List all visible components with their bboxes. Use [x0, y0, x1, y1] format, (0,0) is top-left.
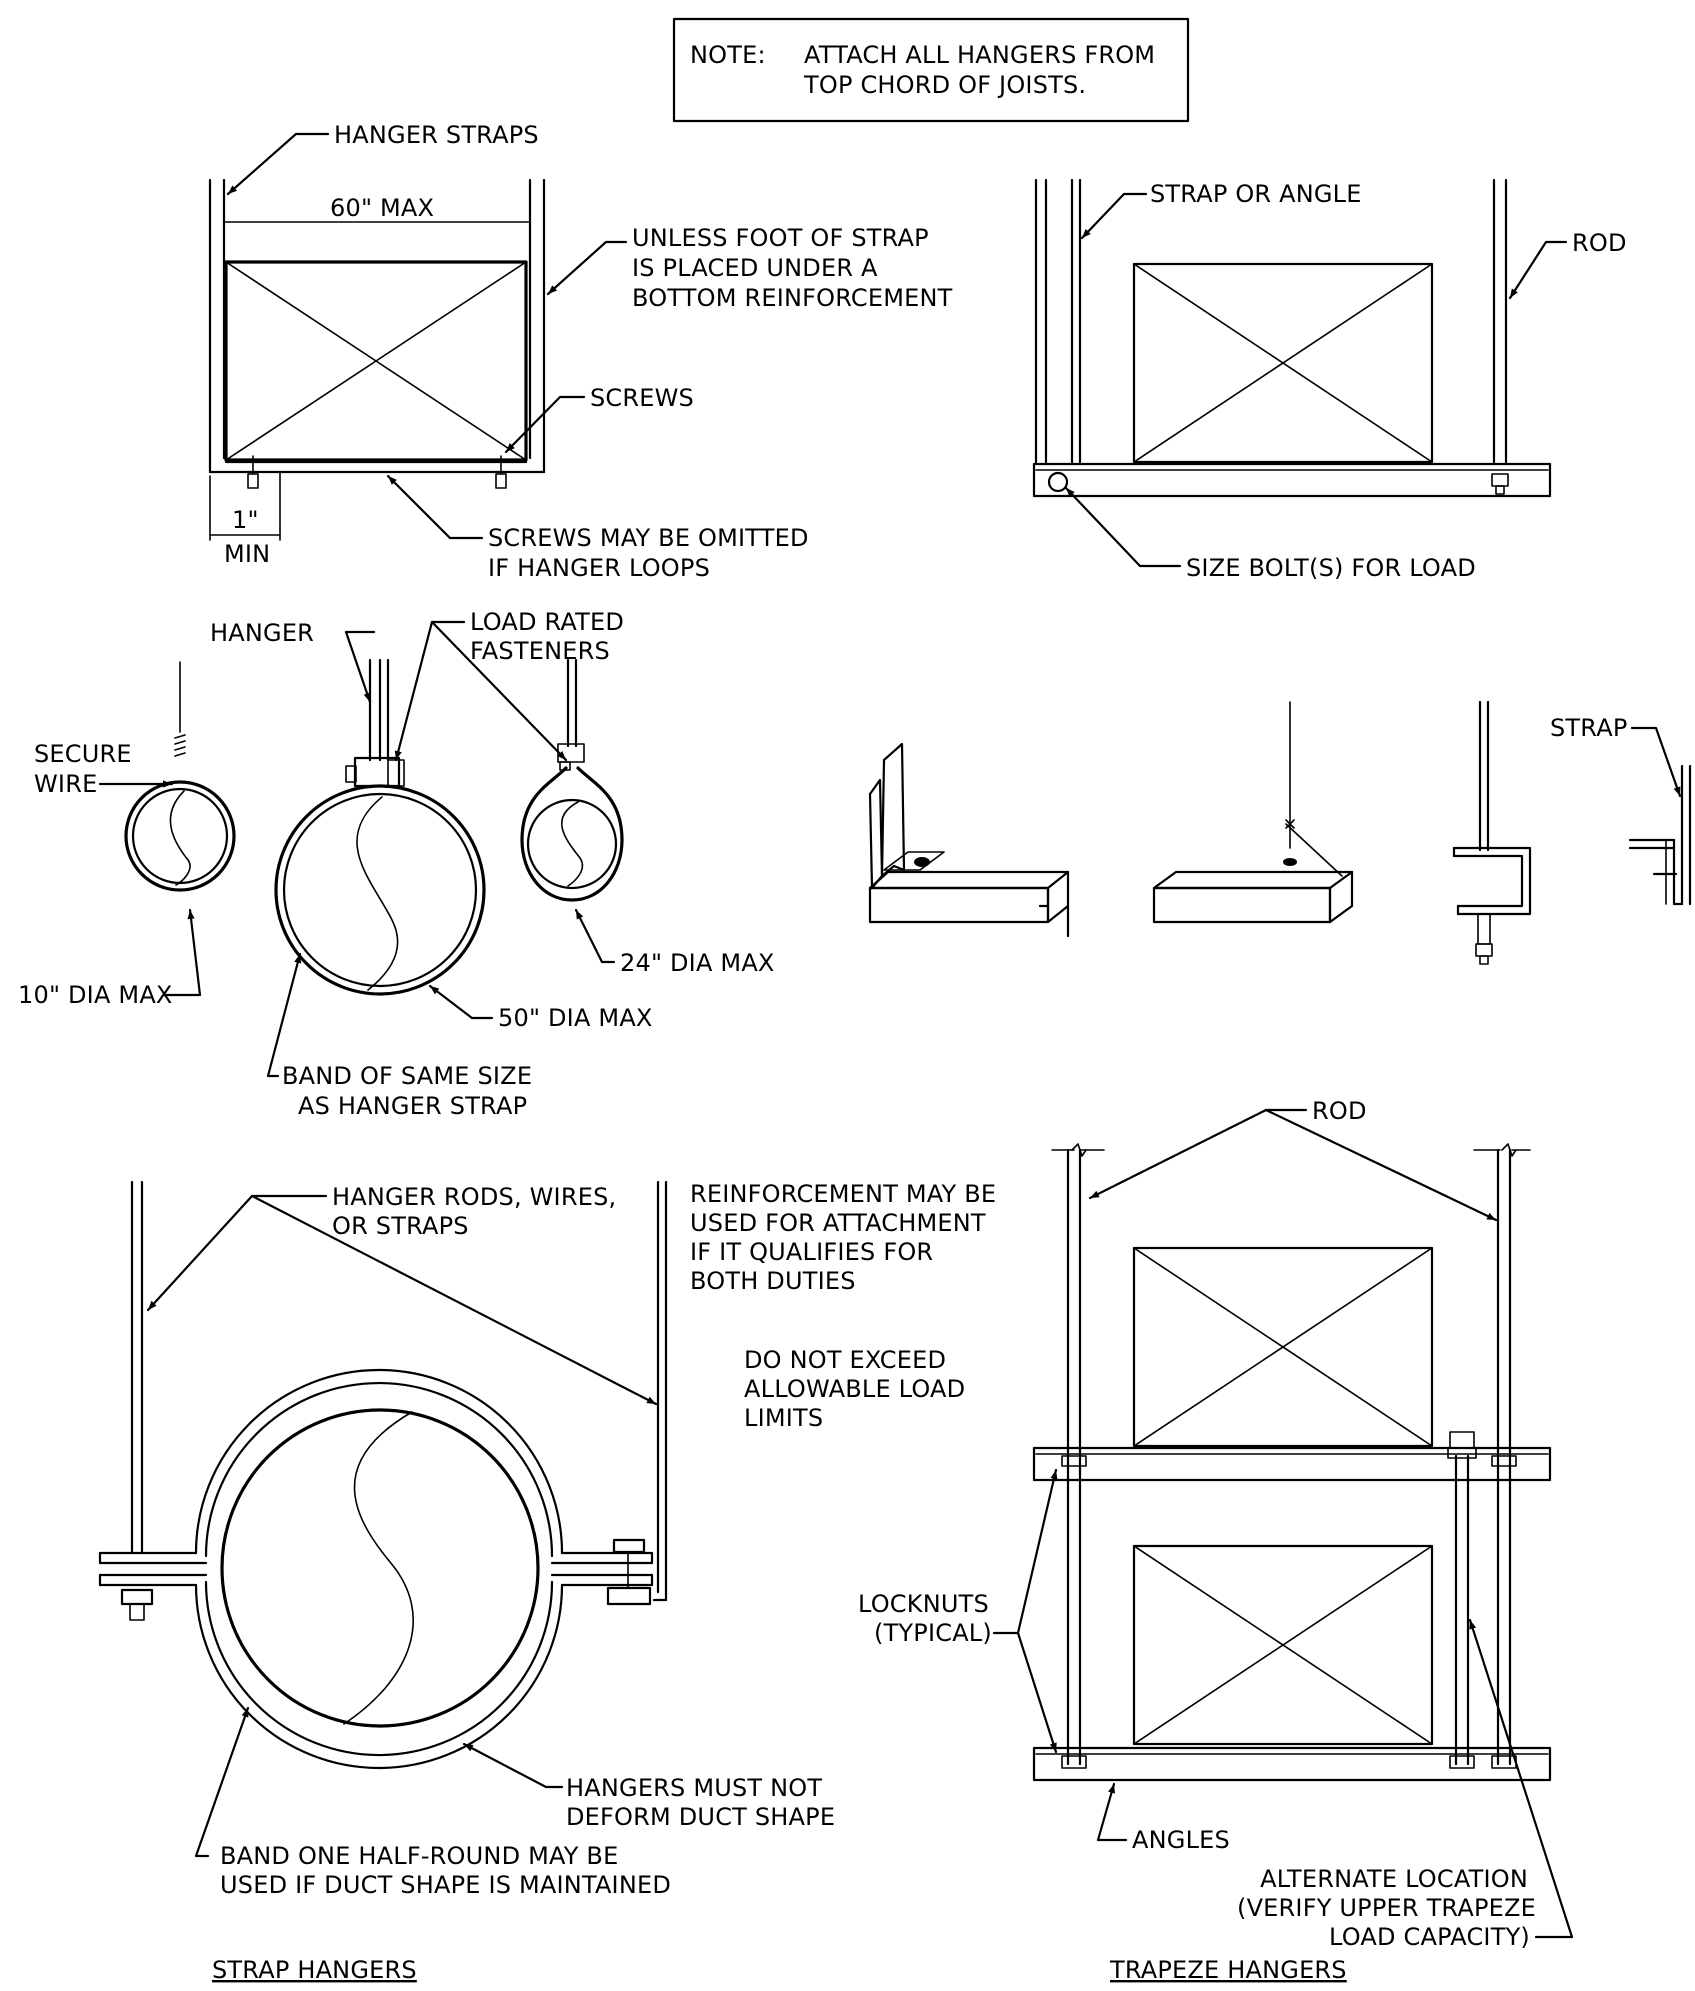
rod-label-bottom: ROD — [1312, 1097, 1367, 1125]
caption-strap-hangers: STRAP HANGERS — [212, 1956, 417, 1984]
band-label-1: BAND OF SAME SIZE — [282, 1062, 532, 1090]
round-duct-10 — [124, 780, 236, 892]
double-trapeze-hanger: ROD LOCKNUTS (TYPICAL) ANGLES ALTERNATE … — [858, 1097, 1574, 1951]
dia-24-label: 24" DIA MAX — [620, 949, 775, 977]
angles-label: ANGLES — [1132, 1826, 1230, 1854]
caption-trapeze-hangers: TRAPEZE HANGERS — [1109, 1956, 1347, 1984]
rect-duct — [224, 260, 528, 462]
secure-wire-label-2: WIRE — [34, 770, 97, 798]
locknuts-label-1: LOCKNUTS — [858, 1590, 989, 1618]
rods-label-2: OR STRAPS — [332, 1212, 469, 1240]
dia-50-label: 50" DIA MAX — [498, 1004, 653, 1032]
single-trapeze-hanger: STRAP OR ANGLE ROD SIZE BOLT(S) FOR LOAD — [1032, 178, 1627, 582]
strap-label: STRAP — [1550, 714, 1628, 742]
min-label: MIN — [224, 540, 270, 568]
lower-trapeze-angle — [1032, 1746, 1552, 1782]
screw-right — [495, 473, 507, 489]
omit-label-2: IF HANGER LOOPS — [488, 554, 710, 582]
screws-label: SCREWS — [590, 384, 694, 412]
band-ear — [353, 756, 401, 788]
upper-trapeze-angle — [1032, 1446, 1552, 1482]
clip-block-mid — [1152, 886, 1332, 924]
exceed-label-3: LIMITS — [744, 1404, 823, 1432]
reinf-label-2: USED FOR ATTACHMENT — [690, 1209, 986, 1237]
upper-trapeze-duct — [1132, 1246, 1434, 1448]
trapeze-angle — [1032, 462, 1552, 498]
deform-label-2: DEFORM DUCT SHAPE — [566, 1803, 835, 1831]
rods-label-1: HANGER RODS, WIRES, — [332, 1183, 616, 1211]
dia-10-label: 10" DIA MAX — [18, 981, 173, 1009]
unless-label-1: UNLESS FOOT OF STRAP — [632, 224, 929, 252]
upper-band-outer — [194, 1368, 564, 1555]
half-round-label-2: USED IF DUCT SHAPE IS MAINTAINED — [220, 1871, 671, 1899]
bolt-circle — [1047, 471, 1069, 493]
exceed-label-1: DO NOT EXCEED — [744, 1346, 946, 1374]
large-round-duct — [220, 1408, 540, 1728]
note-box: NOTE: ATTACH ALL HANGERS FROM TOP CHORD … — [672, 17, 1190, 123]
reinf-label-4: BOTH DUTIES — [690, 1267, 856, 1295]
trapeze-duct-top — [1132, 262, 1434, 464]
load-rated-label-2: FASTENERS — [470, 637, 610, 665]
size-bolt-label: SIZE BOLT(S) FOR LOAD — [1186, 554, 1476, 582]
min-dim-label: 1" — [232, 506, 259, 534]
locknuts-label-2: (TYPICAL) — [874, 1619, 992, 1647]
note-line-1: ATTACH ALL HANGERS FROM — [804, 41, 1155, 69]
round-duct-50 — [274, 784, 486, 996]
note-label: NOTE: — [690, 41, 766, 69]
rod-label-top: ROD — [1572, 229, 1627, 257]
clip-block-left — [868, 886, 1050, 924]
strap-or-angle-label: STRAP OR ANGLE — [1150, 180, 1362, 208]
alt-location-label-3: LOAD CAPACITY) — [1329, 1923, 1530, 1951]
secure-wire-label-1: SECURE — [34, 740, 132, 768]
note-line-2: TOP CHORD OF JOISTS. — [803, 71, 1086, 99]
screw-left — [247, 473, 259, 489]
strap-hanger-rect-duct: 60" MAX 1" MIN HANGER STRAPS UNLESS FOOT… — [208, 121, 953, 582]
large-round-hanger: HANGER RODS, WIRES, OR STRAPS REINFORCEM… — [98, 1180, 996, 1899]
unless-label-2: IS PLACED UNDER A — [632, 254, 878, 282]
teardrop-band — [520, 766, 624, 902]
hanger-straps-label: HANGER STRAPS — [334, 121, 539, 149]
reinf-label-3: IF IT QUALIFIES FOR — [690, 1238, 933, 1266]
round-duct-hangers: SECURE WIRE 10" DIA MAX HANGER LOAD RATE… — [18, 608, 775, 1120]
lower-band-outer — [194, 1583, 564, 1770]
width-max-label: 60" MAX — [330, 194, 434, 222]
load-rated-label-1: LOAD RATED — [470, 608, 624, 636]
unless-label-3: BOTTOM REINFORCEMENT — [632, 284, 953, 312]
reinf-label-1: REINFORCEMENT MAY BE — [690, 1180, 996, 1208]
half-round-label-1: BAND ONE HALF-ROUND MAY BE — [220, 1842, 618, 1870]
deform-label-1: HANGERS MUST NOT — [566, 1774, 822, 1802]
attachment-sketches: STRAP — [868, 700, 1692, 965]
alt-location-label-2: (VERIFY UPPER TRAPEZE — [1237, 1894, 1536, 1922]
hanger-label: HANGER — [210, 619, 314, 647]
omit-label-1: SCREWS MAY BE OMITTED — [488, 524, 809, 552]
band-label-2: AS HANGER STRAP — [298, 1092, 527, 1120]
alt-location-label-1: ALTERNATE LOCATION — [1260, 1865, 1528, 1893]
exceed-label-2: ALLOWABLE LOAD — [744, 1375, 965, 1403]
lower-trapeze-duct — [1132, 1544, 1434, 1746]
